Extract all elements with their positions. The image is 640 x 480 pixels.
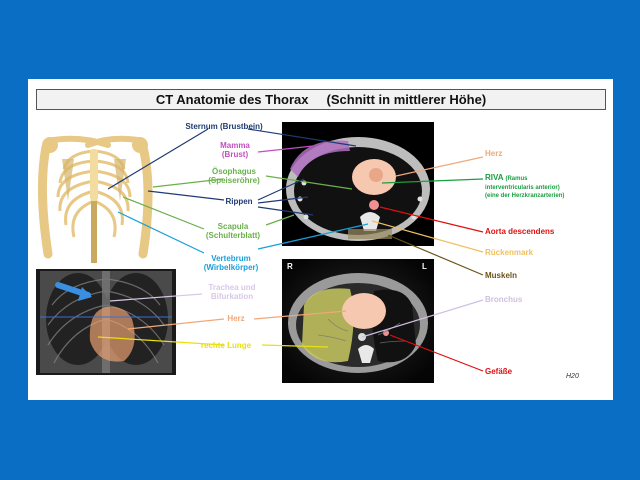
signature: H20 (566, 373, 579, 380)
leader-lines (97, 128, 484, 372)
label-herz-right: Herz (485, 149, 503, 158)
label-riva: RIVA (Ramus interventricularis anterior)… (485, 173, 565, 199)
label-trachea: Trachea und Bifurkation (208, 283, 256, 301)
ct-right-marker: R (287, 262, 293, 271)
ct-lung-window (282, 259, 434, 383)
label-herz-left: Herz (227, 314, 245, 323)
label-rechte-lunge: rechte Lunge (200, 341, 252, 350)
slide-title: CT Anatomie des Thorax (Schnitt in mittl… (155, 92, 487, 107)
anatomy-figure: R L (34, 122, 484, 383)
label-sternum: Sternum (Brustbein) (185, 122, 263, 131)
ct-left-marker: L (422, 262, 427, 271)
ct-mediastinal-window (282, 122, 434, 246)
label-vertebrum: Vertebrum (Wirbelkörper) (203, 254, 259, 272)
label-scapula: Scapula (Schulterblatt) (205, 222, 261, 240)
skeleton-illustration (34, 123, 153, 263)
label-rueckenmark: Rückenmark (485, 248, 534, 257)
xray-image (36, 269, 176, 375)
label-rippen: Rippen (225, 197, 253, 206)
label-gefaesse: Gefäße (485, 367, 513, 376)
label-aorta: Aorta descendens (485, 227, 555, 236)
label-muskeln: Muskeln (485, 271, 518, 280)
label-mamma: Mamma (Brust) (220, 141, 250, 159)
label-bronchus: Bronchus (485, 295, 523, 304)
slide: CT Anatomie des Thorax (Schnitt in mittl… (28, 79, 613, 400)
title-box: CT Anatomie des Thorax (Schnitt in mittl… (36, 89, 606, 110)
label-oesophagus: Ösophagus (Speiseröhre) (208, 167, 260, 185)
